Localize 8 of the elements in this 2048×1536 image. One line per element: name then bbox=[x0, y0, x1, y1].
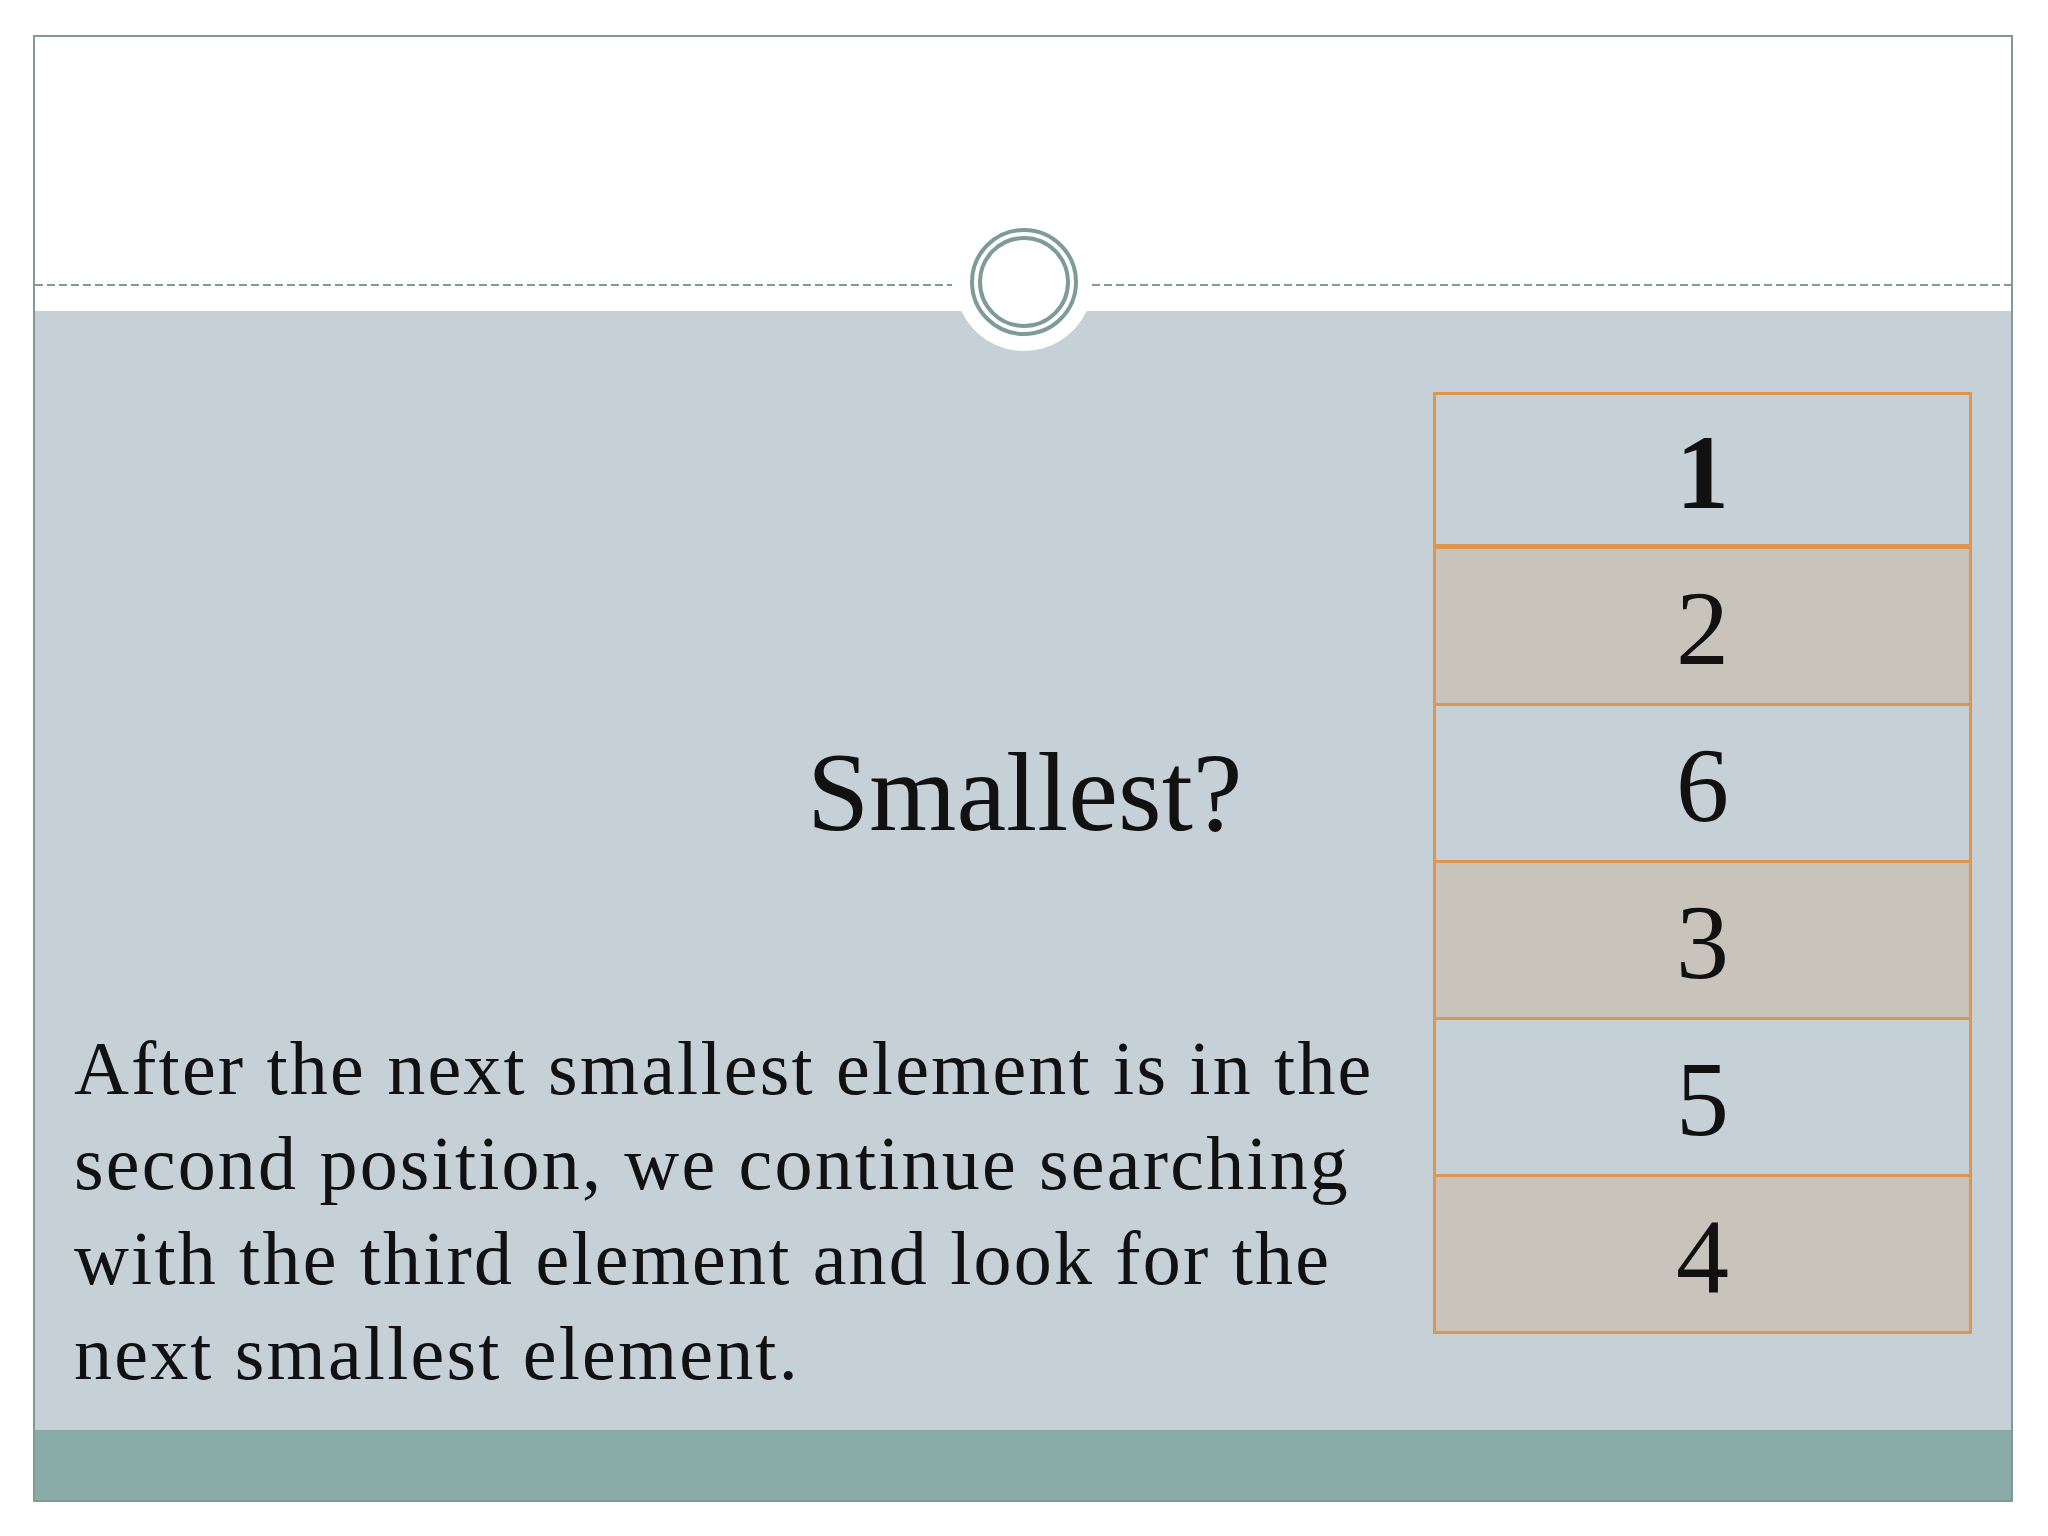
array-cell: 4 bbox=[1433, 1177, 1972, 1334]
question-text: Smallest? bbox=[807, 729, 1243, 856]
array-cell: 2 bbox=[1433, 549, 1972, 706]
array-cell: 3 bbox=[1433, 863, 1972, 1020]
array-cell: 6 bbox=[1433, 706, 1972, 863]
description-text: After the next smallest element is in the second position, we continue searching with the third element and look for the next smallest element. bbox=[74, 1025, 1375, 1397]
array-cell: 1 bbox=[1433, 392, 1972, 549]
array-cell: 5 bbox=[1433, 1020, 1972, 1177]
